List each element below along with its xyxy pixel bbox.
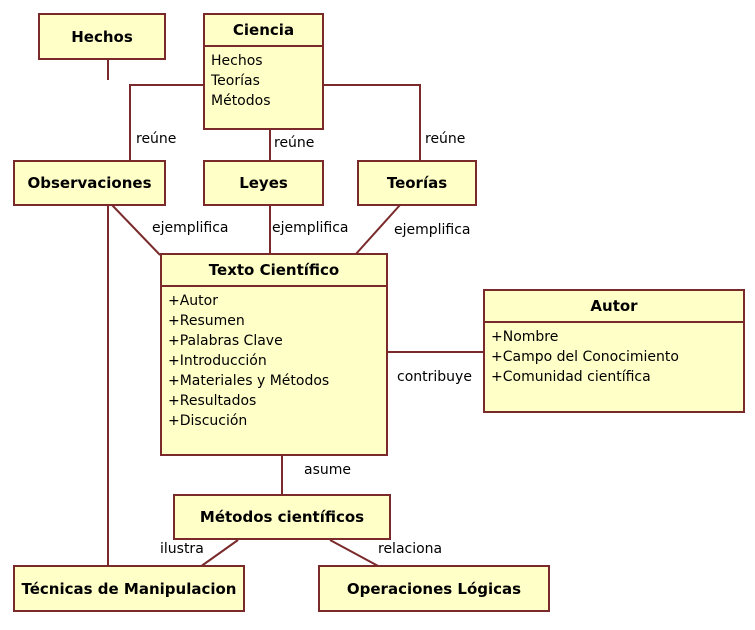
label-reune-leyes: reúne	[274, 135, 315, 151]
attribute: +Resultados	[168, 393, 257, 409]
label-asume: asume	[304, 462, 351, 478]
attribute: +Autor	[168, 293, 218, 309]
box-leyes-title: Leyes	[239, 174, 288, 192]
box-tecnicas: Técnicas de Manipulacion	[13, 565, 245, 612]
label-ejemplifica-teorias: ejemplifica	[394, 222, 471, 238]
label-ejemplifica-leyes: ejemplifica	[272, 220, 349, 236]
label-ilustra: ilustra	[160, 541, 204, 557]
box-autor: Autor +Nombre +Campo del Conocimiento +C…	[483, 289, 745, 413]
attribute: +Materiales y Métodos	[168, 373, 330, 389]
attribute: Teorías	[211, 73, 260, 89]
box-operaciones: Operaciones Lógicas	[318, 565, 550, 612]
box-teorias-title: Teorías	[386, 174, 448, 192]
box-ciencia: Ciencia Hechos Teorías Métodos	[203, 13, 324, 130]
label-ejemplifica-observaciones: ejemplifica	[152, 220, 229, 236]
attribute: +Resumen	[168, 313, 245, 329]
label-relaciona: relaciona	[378, 541, 443, 557]
attribute: +Palabras Clave	[168, 333, 283, 349]
box-hechos: Hechos	[38, 13, 166, 60]
label-reune-observaciones: reúne	[136, 131, 177, 147]
attribute: Métodos	[211, 93, 271, 109]
attribute: +Discución	[168, 413, 248, 429]
box-ciencia-attributes: Hechos Teorías Métodos	[205, 47, 322, 115]
box-texto-cientifico-title: Texto Científico	[162, 255, 386, 287]
box-observaciones: Observaciones	[13, 160, 166, 206]
box-teorias: Teorías	[357, 160, 477, 206]
box-ciencia-title: Ciencia	[205, 15, 322, 47]
box-observaciones-title: Observaciones	[27, 174, 152, 192]
attribute: Hechos	[211, 53, 263, 69]
box-hechos-title: Hechos	[71, 27, 133, 46]
box-leyes: Leyes	[203, 160, 324, 206]
box-autor-title: Autor	[485, 291, 743, 323]
box-texto-cientifico-attributes: +Autor +Resumen +Palabras Clave +Introdu…	[162, 287, 386, 435]
box-metodos-cientificos-title: Métodos científicos	[199, 508, 365, 526]
attribute: +Introducción	[168, 353, 267, 369]
box-autor-attributes: +Nombre +Campo del Conocimiento +Comunid…	[485, 323, 743, 391]
box-operaciones-title: Operaciones Lógicas	[346, 579, 522, 598]
attribute: +Nombre	[491, 329, 559, 345]
attribute: +Campo del Conocimiento	[491, 349, 679, 365]
box-texto-cientifico: Texto Científico +Autor +Resumen +Palabr…	[160, 253, 388, 456]
label-reune-teorias: reúne	[425, 131, 466, 147]
label-contribuye: contribuye	[397, 369, 472, 385]
box-tecnicas-title: Técnicas de Manipulacion	[21, 579, 237, 598]
box-metodos-cientificos: Métodos científicos	[173, 494, 391, 540]
attribute: +Comunidad científica	[491, 369, 651, 385]
